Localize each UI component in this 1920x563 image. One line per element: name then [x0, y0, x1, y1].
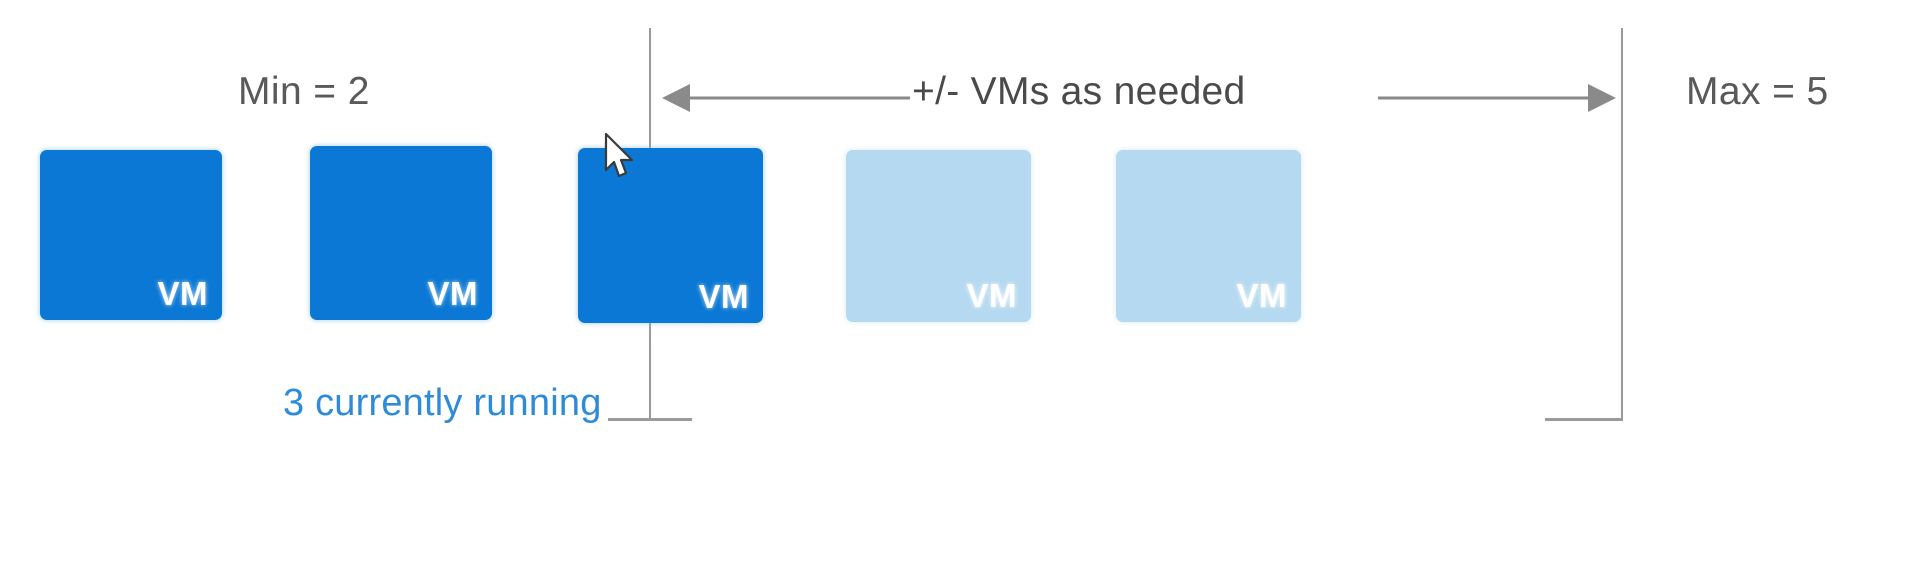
arrow-right-head-icon [1378, 84, 1616, 112]
vm-box-4[interactable]: VM [846, 150, 1031, 322]
vm-box-3-label: VM [698, 278, 749, 315]
arrow-left-head-icon [662, 84, 910, 112]
currently-running-label: 3 currently running [283, 382, 602, 424]
min-capacity-label: Min = 2 [238, 70, 370, 113]
max-boundary-line [1621, 28, 1623, 420]
min-boundary-foot [608, 418, 692, 421]
vm-box-2-label: VM [427, 275, 478, 312]
vm-box-5-label: VM [1236, 277, 1287, 314]
vm-box-2[interactable]: VM [310, 146, 492, 320]
max-capacity-label: Max = 5 [1686, 70, 1829, 113]
scale-range-label: +/- VMs as needed [912, 70, 1246, 113]
vm-box-1-label: VM [157, 275, 208, 312]
vm-box-4-label: VM [966, 277, 1017, 314]
vm-box-3[interactable]: VM [578, 148, 763, 323]
max-boundary-foot [1545, 418, 1623, 421]
vm-box-5[interactable]: VM [1116, 150, 1301, 322]
vm-box-1[interactable]: VM [40, 150, 222, 320]
